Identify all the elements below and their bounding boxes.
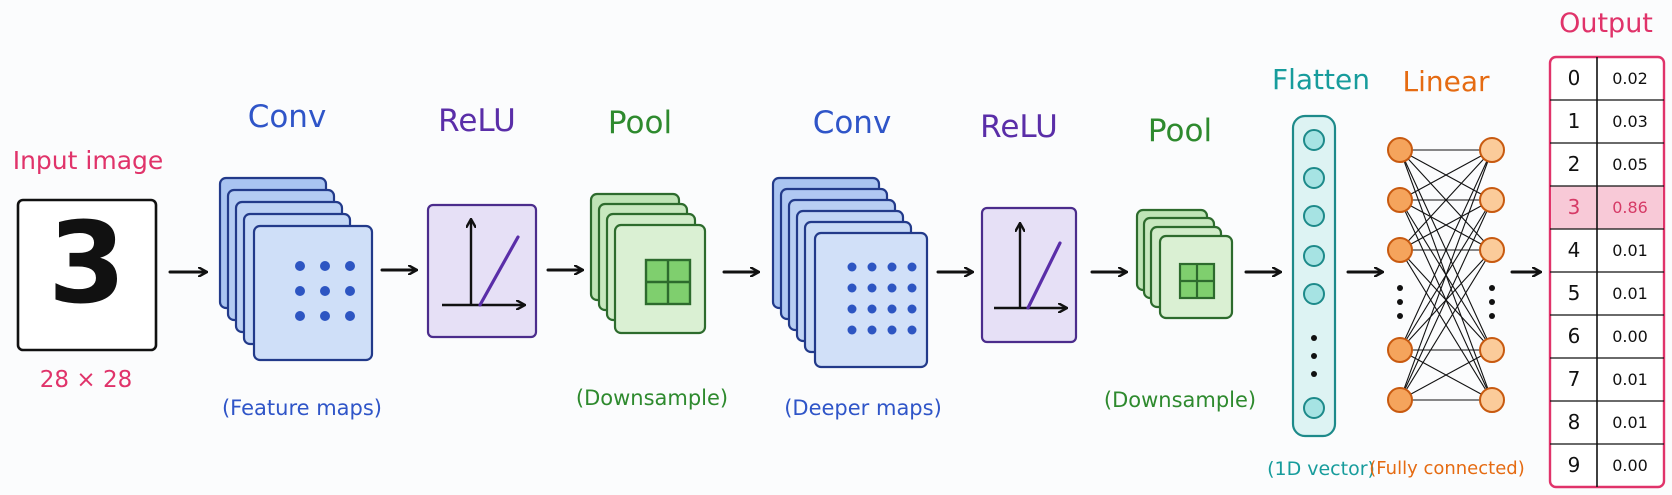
pool-grid-icon-2 <box>1178 262 1216 300</box>
output-class-label: 6 <box>1567 324 1581 348</box>
input-image-title: Input image <box>12 146 164 175</box>
conv-subtitle: (Feature maps) <box>221 396 383 420</box>
pool-2-title: Pool <box>1147 113 1213 149</box>
output-probability: 0.86 <box>1612 198 1648 217</box>
output-probability: 0.02 <box>1612 69 1648 88</box>
linear-nodes-right <box>1479 137 1505 413</box>
output-probability: 0.03 <box>1612 112 1648 131</box>
output-probability: 0.01 <box>1612 241 1648 260</box>
output-probability: 0.01 <box>1612 370 1648 389</box>
input-image-box <box>16 198 158 352</box>
flatten-subtitle: (1D vector) <box>1267 458 1375 480</box>
pool-subtitle: (Downsample) <box>575 386 729 410</box>
output-class-label: 8 <box>1567 410 1581 434</box>
linear-subtitle: (Fully connected) <box>1369 458 1525 479</box>
output-class-label: 0 <box>1567 66 1581 90</box>
output-title: Output <box>1559 8 1653 39</box>
pool-grid-icon <box>644 258 692 306</box>
output-highlight-row <box>1551 186 1663 229</box>
output-class-label: 3 <box>1567 195 1581 219</box>
output-probability: 0.01 <box>1612 413 1648 432</box>
output-class-label: 5 <box>1567 281 1581 305</box>
pool-title: Pool <box>607 105 673 141</box>
output-probability: 0.01 <box>1612 284 1648 303</box>
output-class-label: 7 <box>1567 367 1581 391</box>
flatten-vector <box>1291 114 1337 438</box>
relu-title: ReLU <box>438 103 516 139</box>
output-class-label: 1 <box>1567 109 1581 133</box>
output-table <box>1548 55 1666 489</box>
relu-2-title: ReLU <box>980 109 1058 145</box>
conv-deeper-maps-stack <box>771 176 929 369</box>
relu-box-2 <box>980 206 1078 344</box>
linear-title: Linear <box>1402 65 1490 98</box>
linear-ellipsis <box>1397 285 1495 319</box>
output-probability: 0.00 <box>1612 456 1648 475</box>
linear-connections <box>1399 149 1493 401</box>
output-probability: 0.00 <box>1612 327 1648 346</box>
conv-title: Conv <box>247 99 327 135</box>
input-digit: 3 <box>48 199 126 329</box>
output-class-label: 2 <box>1567 152 1581 176</box>
conv-feature-maps-stack <box>218 176 374 362</box>
conv-deeper-dots <box>847 262 917 335</box>
linear-nodes-left <box>1387 137 1413 413</box>
pool-2-subtitle: (Downsample) <box>1103 388 1257 412</box>
relu-box <box>426 203 538 339</box>
input-size-label: 28 × 28 <box>39 367 133 393</box>
conv-2-title: Conv <box>812 105 892 141</box>
flatten-title: Flatten <box>1272 63 1370 96</box>
output-class-label: 9 <box>1567 453 1581 477</box>
conv-2-subtitle: (Deeper maps) <box>784 396 942 420</box>
flow-arrows <box>168 270 1540 272</box>
output-class-label: 4 <box>1567 238 1581 262</box>
conv-kernel-dots <box>295 261 355 321</box>
output-probability: 0.05 <box>1612 155 1648 174</box>
